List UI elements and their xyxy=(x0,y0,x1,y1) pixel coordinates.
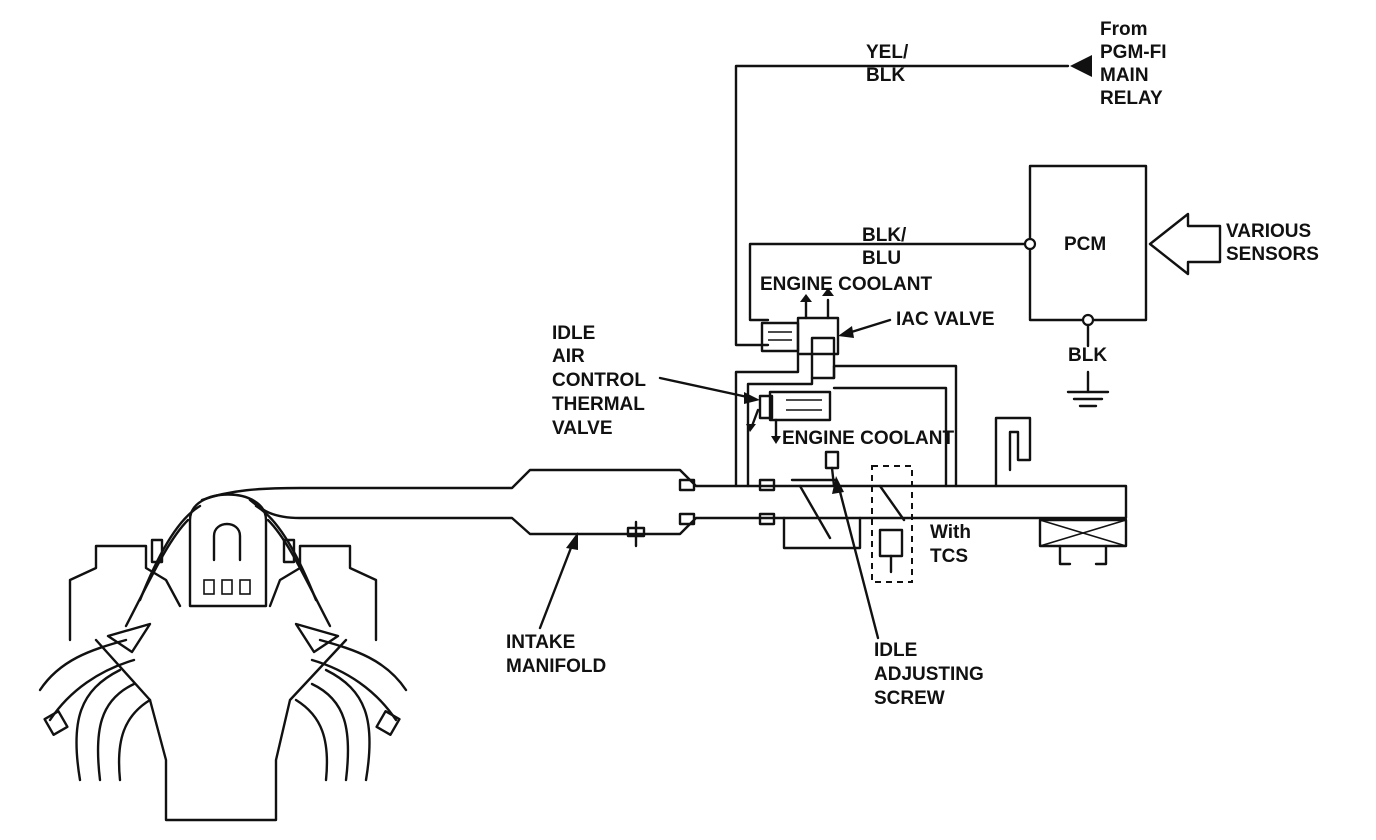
with-tcs-line-1: With xyxy=(930,522,971,543)
various-sensors-label: VARIOUS SENSORS xyxy=(1226,221,1319,265)
engine-block xyxy=(38,493,408,822)
tcs-throttle xyxy=(871,465,913,583)
blk-blu-line-2: BLU xyxy=(862,248,901,269)
from-relay-line-1: From xyxy=(1100,19,1148,40)
with-tcs-line-2: TCS xyxy=(930,546,968,567)
pcm-label: PCM xyxy=(1064,234,1106,255)
yel-blk-line-2: BLK xyxy=(866,65,905,86)
thermal-valve-line-5: VALVE xyxy=(552,418,613,439)
engine-coolant-top-label: ENGINE COOLANT xyxy=(760,274,932,295)
connector-triangle-icon xyxy=(1070,55,1092,77)
various-sensors-line-1: VARIOUS xyxy=(1226,221,1311,242)
idle-screw-line-2: ADJUSTING xyxy=(874,664,984,685)
throttle-plate xyxy=(782,478,862,550)
iac-valve-pointer xyxy=(838,318,892,338)
from-relay-line-3: MAIN xyxy=(1100,65,1149,86)
iac-valve xyxy=(760,288,840,380)
yel-blk-wire xyxy=(734,55,1092,347)
air-inlet xyxy=(994,416,1128,566)
idle-screw-pointer xyxy=(832,476,880,640)
with-tcs-label: With TCS xyxy=(930,522,971,567)
thermal-valve-pointer xyxy=(658,376,760,404)
iac-valve-label: IAC VALVE xyxy=(896,309,995,330)
from-relay-line-2: PGM-FI xyxy=(1100,42,1167,63)
air-passages xyxy=(734,352,958,488)
ground-symbol-icon xyxy=(1066,323,1110,408)
yel-blk-line-1: YEL/ xyxy=(866,42,909,63)
pcm-box xyxy=(1023,164,1148,327)
thermal-valve-line-2: AIR xyxy=(552,346,585,367)
idle-adjusting-screw-label: IDLE ADJUSTING SCREW xyxy=(874,640,984,709)
idle-screw-line-3: SCREW xyxy=(874,688,945,709)
intake-manifold-line-1: INTAKE xyxy=(506,632,575,653)
engine-coolant-bottom-label: ENGINE COOLANT xyxy=(782,428,954,449)
yel-blk-label: YEL/ BLK xyxy=(866,42,909,86)
blk-blu-wire xyxy=(748,242,1026,322)
intake-manifold-label: INTAKE MANIFOLD xyxy=(506,632,606,677)
intake-tube xyxy=(200,468,1128,548)
thermal-valve-line-1: IDLE xyxy=(552,323,595,344)
intake-manifold-pointer xyxy=(538,532,578,630)
blk-ground-label: BLK xyxy=(1068,345,1107,366)
intake-manifold-line-2: MANIFOLD xyxy=(506,656,606,677)
coolant-bottom-arrows xyxy=(746,408,781,444)
from-relay-line-4: RELAY xyxy=(1100,88,1163,109)
idle-adjusting-screw xyxy=(824,450,840,488)
idle-screw-line-1: IDLE xyxy=(874,640,917,661)
sensors-input-arrow-icon xyxy=(1148,212,1222,276)
various-sensors-line-2: SENSORS xyxy=(1226,244,1319,265)
from-relay-label: From PGM-FI MAIN RELAY xyxy=(1100,19,1167,109)
thermal-valve-line-4: THERMAL xyxy=(552,394,645,415)
thermal-valve-label: IDLE AIR CONTROL THERMAL VALVE xyxy=(552,323,646,439)
thermal-valve-line-3: CONTROL xyxy=(552,370,646,391)
blk-blu-label: BLK/ BLU xyxy=(862,225,907,269)
blk-blu-line-1: BLK/ xyxy=(862,225,907,246)
